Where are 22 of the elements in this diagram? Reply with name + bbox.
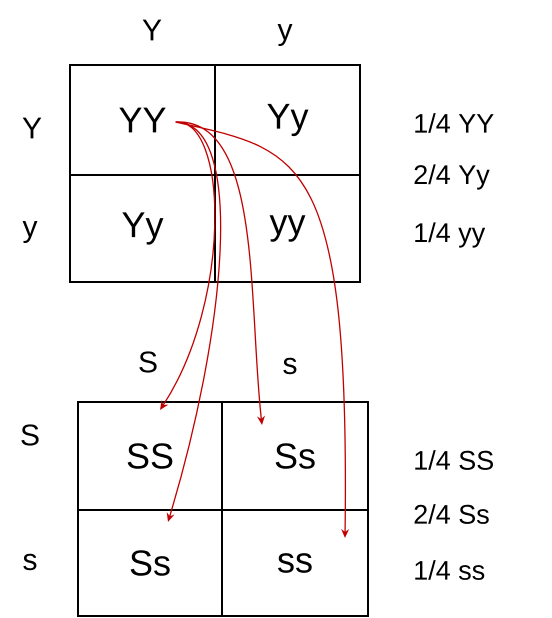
ratio-text: 1/4 ss <box>415 560 484 580</box>
column-header: s <box>283 358 296 374</box>
column-header: S <box>139 351 157 373</box>
ratio-text: 1/4 SS <box>415 450 493 470</box>
genotype-text: Ss <box>130 550 170 576</box>
row-label: y <box>22 220 38 244</box>
row-label: s <box>23 554 36 570</box>
column-header: Y <box>142 20 162 40</box>
genotype-text: Yy <box>122 212 164 245</box>
genotype-text: YY <box>119 108 166 132</box>
column-header: y <box>278 24 292 46</box>
ratio-text: 2/4 Ss <box>414 504 489 524</box>
genotype-text: yy <box>270 215 306 242</box>
row-label: Y <box>22 118 42 138</box>
genotype-text: Ss <box>276 443 315 469</box>
genotype-text: SS <box>128 443 172 469</box>
ratio-text: 2/4 Yy <box>414 164 490 190</box>
genotype-text: ss <box>278 553 312 573</box>
row-label: S <box>21 424 39 446</box>
genotype-text: Yy <box>267 104 308 136</box>
ratio-text: 1/4 yy <box>415 222 486 248</box>
ratio-text: 1/4 YY <box>415 113 494 133</box>
